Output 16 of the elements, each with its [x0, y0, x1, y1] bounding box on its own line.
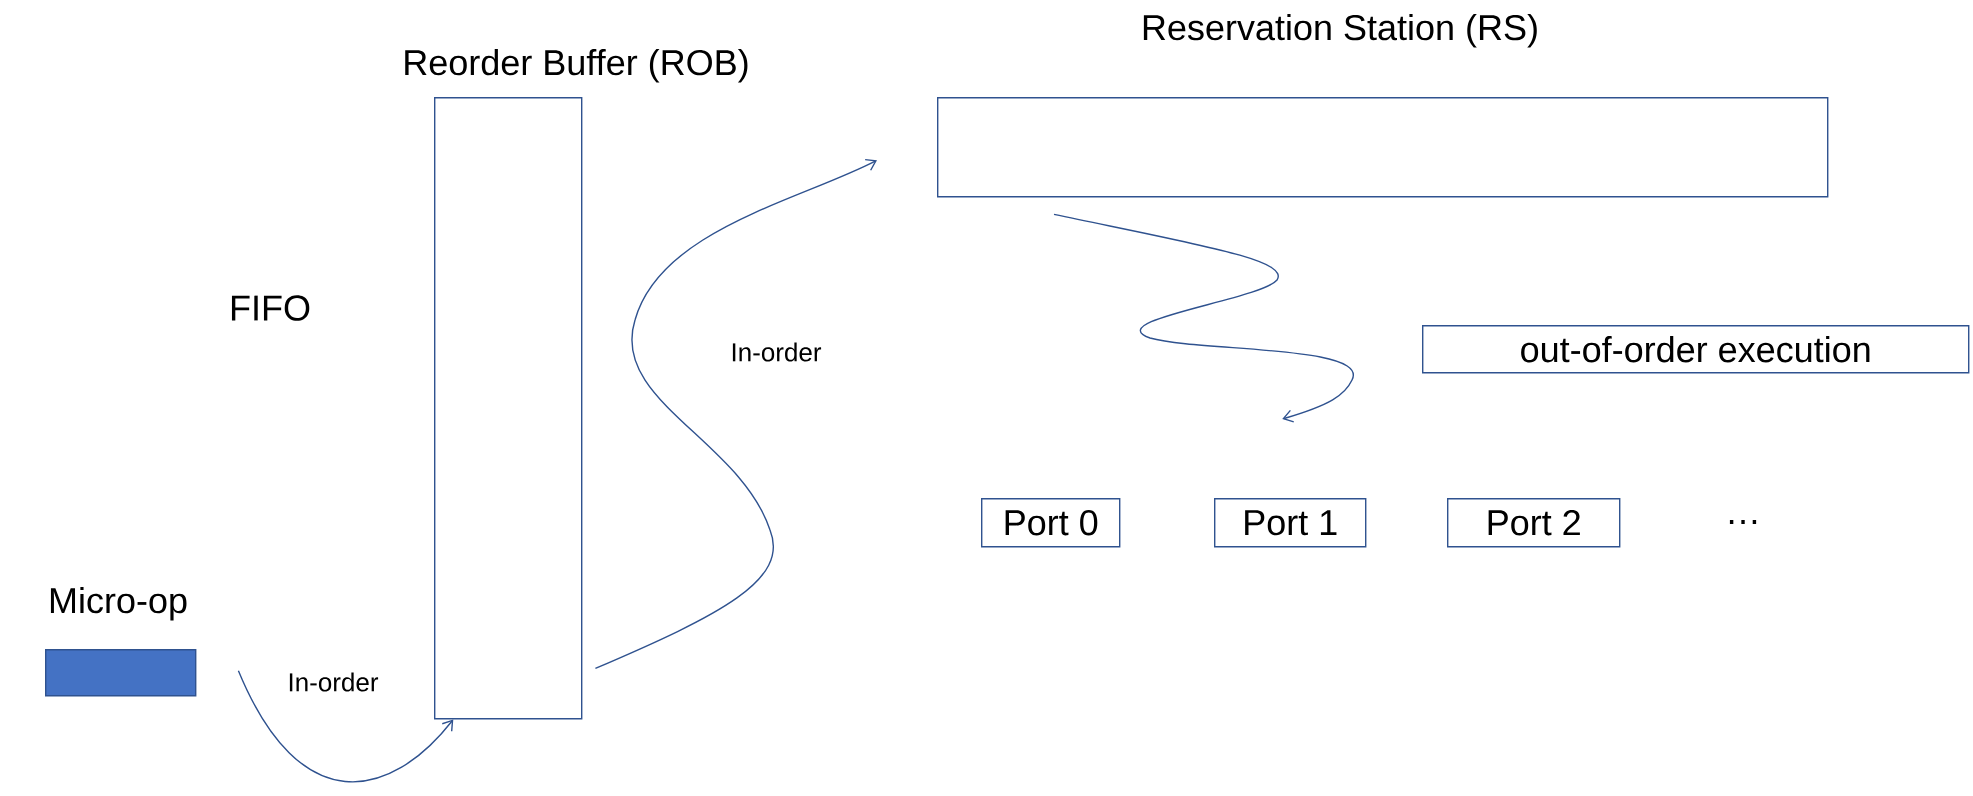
curved-arrow: [1053, 213, 1354, 423]
port-box: Port 2: [1447, 498, 1621, 548]
node-label: Micro-op: [50, 586, 187, 621]
ellipsis: …: [1729, 520, 1757, 524]
label-text: FIFO: [231, 295, 310, 321]
node-label: Reservation Station (RS): [1143, 13, 1537, 48]
edge-label: In-order: [285, 670, 381, 694]
curved-arrow: [594, 158, 877, 670]
note-box: out-of-order execution: [1422, 325, 1970, 374]
curved-arrow: [237, 670, 454, 783]
port-box: Port 1: [1214, 498, 1367, 548]
node-label: Reorder Buffer (ROB): [405, 48, 748, 83]
micro-op-box: Micro-op: [45, 586, 197, 697]
edge-label: In-order: [728, 340, 824, 364]
port-box: Port 0: [981, 498, 1121, 548]
station-box: Reservation Station (RS): [937, 13, 1829, 198]
